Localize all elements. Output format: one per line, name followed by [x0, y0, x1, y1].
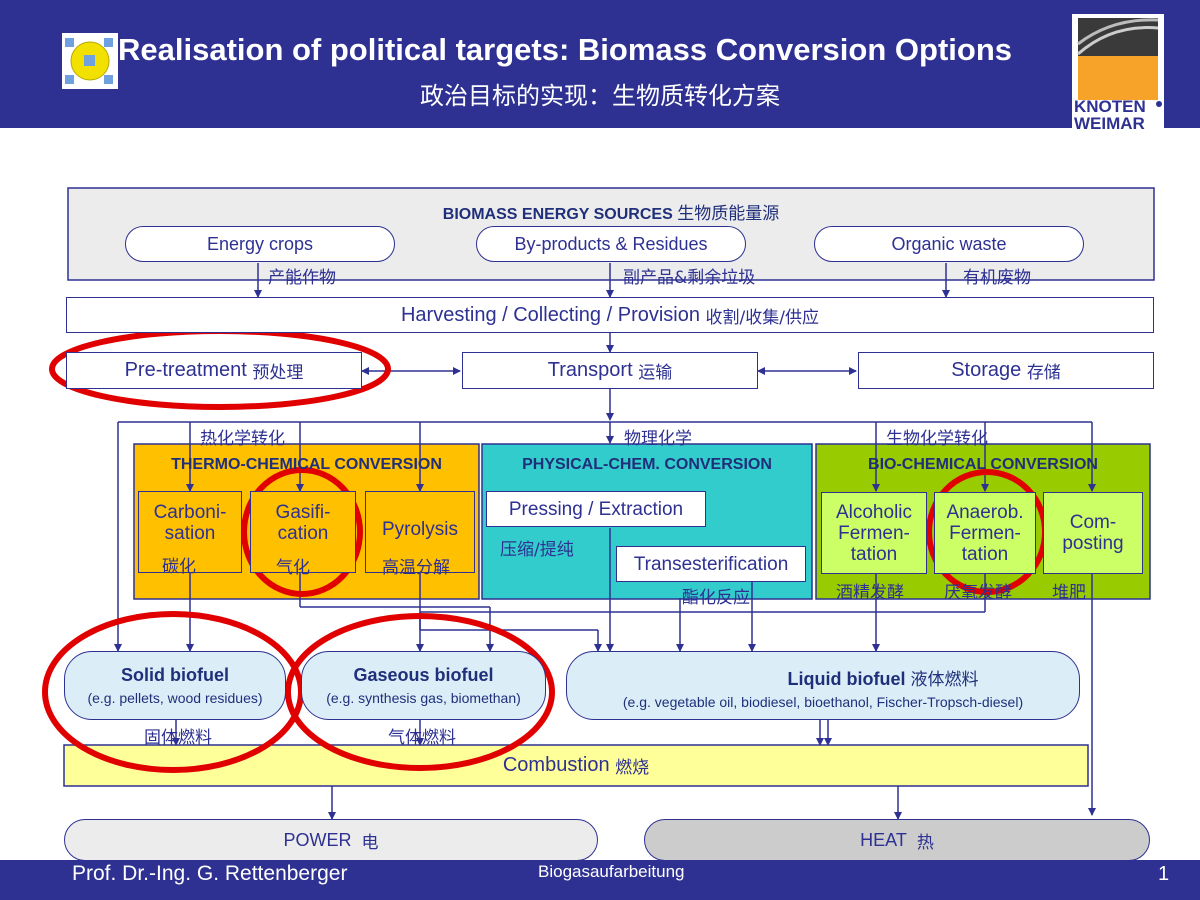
- pressing-extraction-zh: 压缩/提纯: [500, 540, 574, 560]
- footer-topic: Biogasaufarbeitung: [538, 862, 685, 881]
- heat-box: HEAT 热: [644, 819, 1150, 861]
- gasification-box: Gasifi- cation: [250, 491, 356, 573]
- page-subtitle: 政治目标的实现：生物质转化方案: [420, 82, 780, 110]
- logo-text-weimar: WEIMAR: [1074, 114, 1145, 133]
- alcoholic-fermentation-box: Alcoholic Fermen- tation: [821, 492, 927, 574]
- liquid-biofuel-box: Liquid biofuel 液体燃料 (e.g. vegetable oil,…: [566, 651, 1080, 720]
- liquid-biofuel-title-row: Liquid biofuel 液体燃料: [787, 669, 979, 690]
- combustion-bar: [63, 744, 1089, 787]
- liquid-biofuel-desc: (e.g. vegetable oil, biodiesel, bioethan…: [622, 694, 1024, 710]
- page-number: 1: [1158, 863, 1170, 885]
- combustion-label: Combustion 燃烧: [502, 754, 650, 778]
- gaseous-biofuel-desc: (e.g. synthesis gas, biomethan): [326, 690, 521, 706]
- solid-biofuel-desc: (e.g. pellets, wood residues): [87, 690, 263, 706]
- highlight-gaseous-biofuel: [285, 613, 555, 771]
- power-box: POWER 电: [64, 819, 598, 861]
- anaerobic-fermentation-box: Anaerob. Fermen- tation: [934, 492, 1036, 574]
- transesterification-box: Transesterification: [616, 546, 806, 582]
- carbonisation-zh: 碳化: [162, 557, 196, 577]
- knoten-weimar-logo: KNOTEN WEIMAR: [1072, 14, 1164, 132]
- footer-author: Prof. Dr.-Ing. G. Rettenberger: [72, 862, 348, 885]
- bio-title: BIO-CHEMICAL CONVERSION: [868, 456, 1098, 473]
- source-byproducts: By-products & Residues: [476, 226, 746, 262]
- composting-zh: 堆肥: [1052, 583, 1086, 603]
- carbonisation-box: Carboni- sation: [138, 491, 242, 573]
- footer-band: [0, 860, 1200, 900]
- sources-title: BIOMASS ENERGY SOURCES 生物质能量源: [442, 204, 780, 224]
- pyrolysis-box: Pyrolysis: [365, 491, 475, 573]
- transport-box: Transport 运输: [462, 352, 758, 389]
- source-byproducts-zh: 副产品&剩余垃圾: [623, 268, 756, 288]
- solid-biofuel-box: Solid biofuel (e.g. pellets, wood residu…: [64, 651, 286, 720]
- storage-box: Storage 存储: [858, 352, 1154, 389]
- alcoholic-fermentation-zh: 酒精发酵: [836, 583, 904, 603]
- page-title: Realisation of political targets: Biomas…: [118, 32, 1012, 67]
- bio-zh: 生物化学转化: [886, 429, 988, 449]
- source-organic-waste: Organic waste: [814, 226, 1084, 262]
- solid-biofuel-title: Solid biofuel: [121, 665, 229, 685]
- gaseous-biofuel-box: Gaseous biofuel (e.g. synthesis gas, bio…: [301, 651, 546, 720]
- composting-box: Com- posting: [1043, 492, 1143, 574]
- source-energy-crops-zh: 产能作物: [268, 268, 336, 288]
- physical-title: PHYSICAL-CHEM. CONVERSION: [522, 456, 772, 473]
- thermo-title: THERMO-CHEMICAL CONVERSION: [171, 456, 442, 473]
- gaseous-biofuel-zh: 气体燃料: [388, 728, 456, 748]
- harvesting-box: Harvesting / Collecting / Provision 收割/收…: [66, 297, 1154, 333]
- pretreatment-box: Pre-treatment 预处理: [66, 352, 362, 389]
- header-band: [0, 0, 1200, 128]
- source-energy-crops: Energy crops: [125, 226, 395, 262]
- transesterification-zh: 酯化反应: [682, 588, 750, 608]
- logo-left-icon: [62, 33, 118, 89]
- source-organic-waste-zh: 有机废物: [963, 268, 1031, 288]
- anaerobic-fermentation-zh: 厌氧发酵: [944, 583, 1012, 603]
- physical-zh: 物理化学: [624, 429, 692, 449]
- gasification-zh: 气化: [276, 558, 310, 578]
- solid-biofuel-zh: 固体燃料: [144, 728, 212, 748]
- thermo-zh: 热化学转化: [200, 429, 285, 449]
- gaseous-biofuel-title: Gaseous biofuel: [353, 665, 494, 685]
- highlight-gasification: [241, 467, 363, 597]
- logo-text-knoten: KNOTEN: [1074, 97, 1146, 116]
- pressing-extraction-box: Pressing / Extraction: [486, 491, 706, 527]
- pyrolysis-zh: 高温分解: [382, 558, 450, 578]
